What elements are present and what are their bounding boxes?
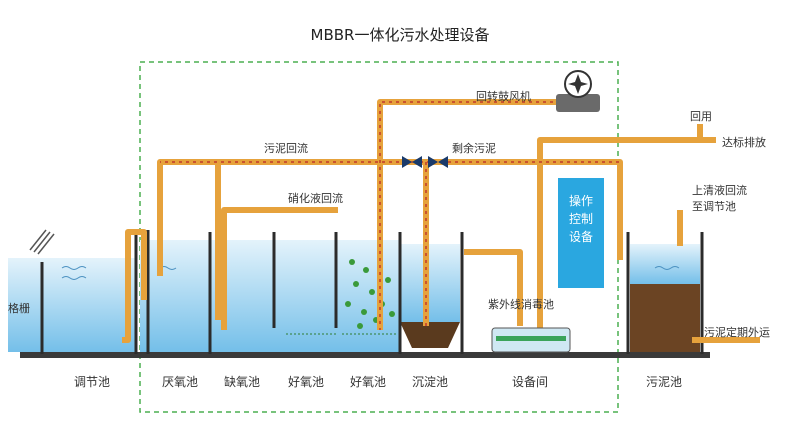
excess-sludge-label: 剩余污泥 xyxy=(452,142,496,155)
supernatant-return-dest-label: 至调节池 xyxy=(692,200,736,213)
water-sludge-top xyxy=(630,244,700,284)
screen-grille xyxy=(29,229,55,255)
sludge-return-label: 污泥回流 xyxy=(264,142,308,155)
diagram-title: MBBR一体化污水处理设备 xyxy=(310,26,490,44)
water-regulating xyxy=(8,258,136,352)
reuse-label: 回用 xyxy=(690,110,712,123)
water-aerobic-1 xyxy=(274,240,336,352)
water-anaerobic xyxy=(140,240,210,352)
control-panel: 操作 控制 设备 xyxy=(558,178,604,288)
sludge-mass xyxy=(630,284,700,352)
water-settling xyxy=(400,244,460,322)
uv-unit xyxy=(491,327,571,353)
tank-label: 沉淀池 xyxy=(411,375,448,389)
pipe-flow-marks xyxy=(160,101,620,330)
tank-label: 污泥池 xyxy=(645,375,682,389)
settling-cone xyxy=(400,322,460,348)
discharge-label: 达标排放 xyxy=(722,136,766,149)
nitrate-return-label: 硝化液回流 xyxy=(288,192,343,205)
tank-label: 厌氧池 xyxy=(161,375,198,389)
uv-label: 紫外线消毒池 xyxy=(488,298,554,311)
water-aerobic-2 xyxy=(336,240,400,352)
tank-label: 设备间 xyxy=(511,375,548,389)
valves xyxy=(402,156,448,168)
tank-label: 好氧池 xyxy=(287,375,324,389)
blower-icon xyxy=(556,70,600,112)
sludge-out-label: 污泥定期外运 xyxy=(704,326,770,339)
supernatant-return-label: 上清液回流 xyxy=(692,184,747,197)
ground-line xyxy=(20,352,710,358)
tank-label: 好氧池 xyxy=(349,375,386,389)
tank-label: 调节池 xyxy=(73,375,110,389)
screen-label: 格栅 xyxy=(8,302,30,315)
tank-walls xyxy=(40,230,704,354)
tank-label: 缺氧池 xyxy=(223,375,260,389)
blower-label: 回转鼓风机 xyxy=(476,90,531,103)
